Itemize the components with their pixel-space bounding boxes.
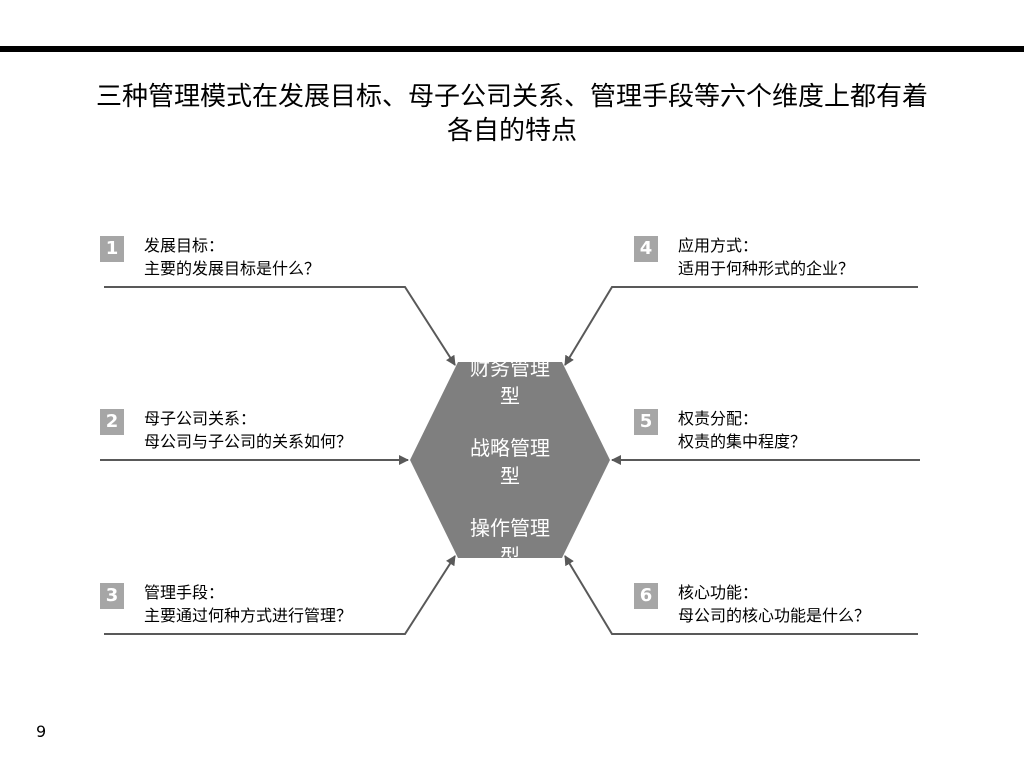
dimension-item-2: 2 母子公司关系： 母公司与子公司的关系如何？ <box>100 407 352 453</box>
dimension-question: 母公司的核心功能是什么？ <box>678 606 871 625</box>
dimension-question: 适用于何种形式的企业？ <box>678 259 855 278</box>
mode-label-operational-line-1: 操作管理 <box>470 516 550 540</box>
mode-label-operational: 操作管理 型 <box>440 514 580 558</box>
mode-label-strategic: 战略管理 型 <box>440 434 580 490</box>
mode-label-strategic-line-2: 型 <box>500 464 520 488</box>
dimension-item-5: 5 权责分配： 权责的集中程度？ <box>634 407 806 453</box>
dimension-item-3: 3 管理手段： 主要通过何种方式进行管理？ <box>100 581 352 627</box>
slide-title-line-2: 各自的特点 <box>446 116 577 146</box>
dimension-title: 发展目标： <box>144 236 225 255</box>
dimension-item-1: 1 发展目标： 主要的发展目标是什么？ <box>100 234 320 280</box>
mode-label-financial-line-1: 财务管理 <box>470 362 550 380</box>
mode-label-operational-line-2: 型 <box>500 544 520 558</box>
dimension-question: 主要的发展目标是什么？ <box>144 259 321 278</box>
dimension-title: 权责分配： <box>678 409 759 428</box>
dimension-title: 管理手段： <box>144 583 225 602</box>
connector-line-1 <box>104 286 456 366</box>
dimension-number-badge: 2 <box>100 409 124 435</box>
dimension-title: 核心功能： <box>678 583 759 602</box>
dimension-question: 母公司与子公司的关系如何？ <box>144 432 353 451</box>
dimension-number-badge: 6 <box>634 583 658 609</box>
connector-line-4 <box>564 286 918 366</box>
dimension-item-4: 4 应用方式： 适用于何种形式的企业？ <box>634 234 854 280</box>
slide-title-line-1: 三种管理模式在发展目标、母子公司关系、管理手段等六个维度上都有着 <box>95 82 928 112</box>
dimension-title: 母子公司关系： <box>144 409 257 428</box>
mode-label-financial-line-2: 型 <box>500 384 520 408</box>
dimension-number-badge: 1 <box>100 236 124 262</box>
dimension-title: 应用方式： <box>678 236 759 255</box>
center-hexagon <box>410 362 610 558</box>
dimension-question: 主要通过何种方式进行管理？ <box>144 606 353 625</box>
dimension-number-badge: 5 <box>634 409 658 435</box>
page-number: 9 <box>36 722 47 741</box>
mode-label-strategic-line-1: 战略管理 <box>470 436 550 460</box>
dimension-number-badge: 4 <box>634 236 658 262</box>
top-divider <box>0 46 1024 52</box>
connector-line-6 <box>564 555 918 635</box>
slide-title: 三种管理模式在发展目标、母子公司关系、管理手段等六个维度上都有着 各自的特点 <box>20 80 1004 148</box>
dimension-number-badge: 3 <box>100 583 124 609</box>
hexagon-label-area: 财务管理 型 战略管理 型 操作管理 型 <box>410 362 610 558</box>
dimension-item-6: 6 核心功能： 母公司的核心功能是什么？ <box>634 581 870 627</box>
mode-label-financial: 财务管理 型 <box>440 362 580 410</box>
dimension-question: 权责的集中程度？ <box>678 432 807 451</box>
connector-line-3 <box>104 555 456 635</box>
